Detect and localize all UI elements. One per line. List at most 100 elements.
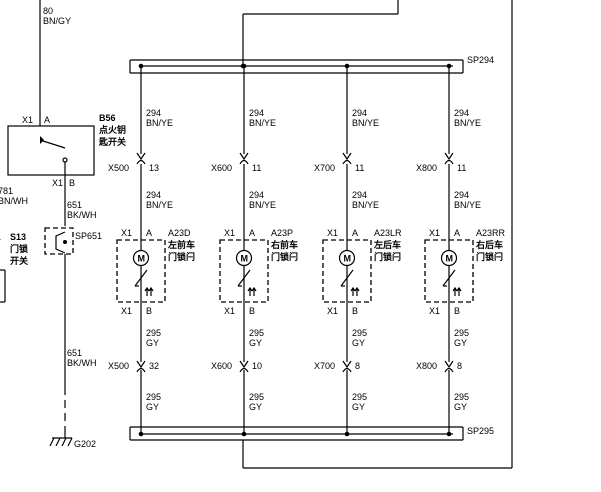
inline-connector-low-symbol [239, 360, 249, 369]
bottom-circuit: 295 [249, 392, 264, 402]
switch-contact-terminal [62, 157, 68, 163]
splice-bar-sp294 [129, 59, 464, 74]
splice-node-bottom [344, 431, 350, 437]
ground-symbol [49, 437, 73, 447]
ignition-switch-name-1: 点火钥 [99, 124, 126, 136]
left-wire-circuit: 781 [0, 186, 13, 196]
motor-icon [440, 249, 458, 267]
pin-b: B [454, 306, 460, 316]
motor-label: M [138, 254, 146, 264]
ignition-switch-name-2: 匙开关 [98, 136, 126, 148]
inline-connector-low-pin: 8 [355, 361, 360, 371]
inline-connector-low-ref: X600 [211, 361, 232, 371]
splice-sp651-symbol [55, 231, 66, 254]
inline-connector-low-symbol [342, 360, 352, 369]
up-arrow-icon [452, 286, 458, 296]
thermal-element-icon [237, 269, 251, 287]
up-arrow-icon [354, 286, 360, 296]
splice-bar-sp295 [129, 426, 464, 441]
actuator-name-2: 门锁闩 [374, 251, 401, 263]
motor-icon [132, 249, 150, 267]
inline-connector-low-pin: 10 [252, 361, 262, 371]
bottom-color: GY [454, 402, 467, 412]
left-wire-color: BN/WH [0, 196, 28, 206]
actuator-name-2: 门锁闩 [168, 251, 195, 263]
inline-connector-top-symbol [136, 152, 146, 161]
lower-color: GY [352, 338, 365, 348]
inline-connector-low-ref: X500 [108, 361, 129, 371]
ignition-switch-ref: B56 [99, 113, 116, 123]
motor-label: M [241, 254, 249, 264]
ignition-pin-bottom-connector: X1 [52, 178, 63, 188]
inline-connector-low-pin: 32 [149, 361, 159, 371]
actuator-box [322, 239, 372, 303]
pin-a: A [146, 228, 152, 238]
upper-circuit: 294 [454, 108, 469, 118]
inline-connector-low-symbol [136, 360, 146, 369]
pin-b-connector: X1 [327, 306, 338, 316]
ignition-pin-bottom-letter: B [69, 178, 75, 188]
actuator-name-1: 右后车 [475, 239, 503, 251]
wire-651-bottom-circuit: 651 [67, 348, 82, 358]
wire-80-circuit: 80 [43, 6, 53, 16]
splice-sp651-ref: SP651 [75, 231, 102, 241]
actuator-ref: A23D [168, 228, 191, 238]
pin-a: A [454, 228, 460, 238]
actuator-name-2: 门锁闩 [476, 251, 503, 263]
ignition-pin-top-letter: A [44, 115, 50, 125]
inline-connector-top-ref: X500 [108, 163, 129, 173]
up-arrow-icon [350, 286, 356, 296]
pin-b: B [249, 306, 255, 316]
splice-node-top [344, 63, 350, 69]
motor-label: M [344, 254, 352, 264]
motor-icon [235, 249, 253, 267]
mid-color: BN/YE [454, 200, 481, 210]
pin-a-connector: X1 [429, 228, 440, 238]
bottom-color: GY [146, 402, 159, 412]
mid-circuit: 294 [352, 190, 367, 200]
thermal-element-icon [442, 269, 456, 287]
lower-circuit: 295 [146, 328, 161, 338]
inline-connector-top-symbol [444, 152, 454, 161]
inline-connector-low-pin: 8 [457, 361, 462, 371]
actuator-box [116, 239, 166, 303]
up-arrow-icon [247, 286, 253, 296]
inline-connector-top-pin: 11 [252, 163, 261, 173]
up-arrow-icon [456, 286, 462, 296]
lock-switch-ref: S13 [10, 232, 26, 242]
up-arrow-icon [251, 286, 257, 296]
mid-color: BN/YE [146, 200, 173, 210]
splice-sp295-ref: SP295 [467, 426, 494, 436]
splice-node-bottom [138, 431, 144, 437]
mid-color: BN/YE [249, 200, 276, 210]
inline-connector-low-ref: X700 [314, 361, 335, 371]
switch-blade [39, 139, 66, 149]
actuator-ref: A23RR [476, 228, 506, 238]
inline-connector-top-cup [342, 159, 352, 165]
inline-connector-low-symbol [444, 360, 454, 369]
inline-connector-low-cup [444, 367, 454, 373]
switch-contact-arrow [40, 136, 44, 144]
upper-color: BN/YE [146, 118, 173, 128]
inline-connector-low-cup [239, 367, 249, 373]
upper-color: BN/YE [352, 118, 379, 128]
lower-circuit: 295 [454, 328, 469, 338]
inline-connector-top-pin: 13 [149, 163, 159, 173]
bottom-color: GY [249, 402, 262, 412]
motor-icon [338, 249, 356, 267]
wire-80-color: BN/GY [43, 16, 71, 26]
lock-switch-partial-label: 1 [0, 232, 1, 242]
lower-color: GY [454, 338, 467, 348]
actuator-ref: A23P [271, 228, 293, 238]
lower-circuit: 295 [352, 328, 367, 338]
bottom-color: GY [352, 402, 365, 412]
mid-circuit: 294 [249, 190, 264, 200]
inline-connector-top-ref: X600 [211, 163, 232, 173]
lock-switch-name-2: 开关 [10, 255, 28, 267]
wire-651-top-circuit: 651 [67, 200, 82, 210]
inline-connector-top-ref: X800 [416, 163, 437, 173]
